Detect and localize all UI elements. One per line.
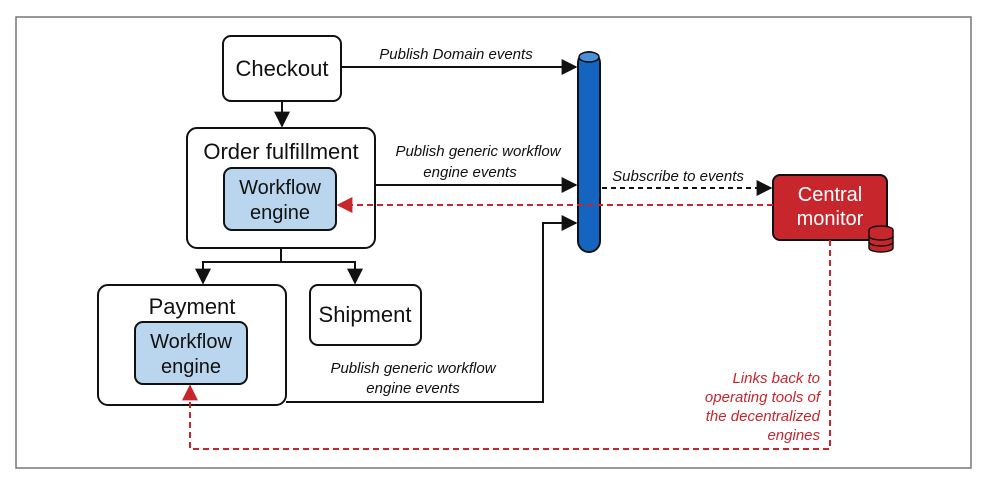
shipment-node: Shipment xyxy=(309,284,422,346)
order-fulfillment-node: Order fulfillment Workflow engine xyxy=(186,127,376,249)
order-to-children-connector xyxy=(195,248,282,285)
workflow-engine-order-line1: Workflow xyxy=(239,177,321,199)
checkout-node: Checkout xyxy=(222,35,342,102)
links-back-line1: Links back to xyxy=(732,370,820,387)
monitor-to-payment-engine-link xyxy=(182,240,831,450)
publish-generic-payment-label-line1: Publish generic workflow xyxy=(330,360,496,377)
payment-label: Payment xyxy=(149,294,236,319)
publish-generic-order-label-line1: Publish generic workflow xyxy=(395,143,561,160)
workflow-engine-order-line2: engine xyxy=(250,202,310,224)
links-back-line2: operating tools of xyxy=(705,389,822,406)
central-monitor-node: Central monitor xyxy=(772,174,888,241)
event-bus xyxy=(577,51,601,253)
order-to-shipment-arrow xyxy=(281,261,363,285)
workflow-engine-payment: Workflow engine xyxy=(134,321,248,385)
workflow-engine-payment-line1: Workflow xyxy=(150,331,232,353)
payment-node: Payment Workflow engine xyxy=(97,284,287,406)
order-fulfillment-label: Order fulfillment xyxy=(203,139,358,164)
database-icon xyxy=(868,225,894,253)
shipment-label: Shipment xyxy=(319,302,412,327)
checkout-label: Checkout xyxy=(236,56,329,81)
publish-generic-order-label-line2: engine events xyxy=(423,164,517,181)
workflow-engine-payment-line2: engine xyxy=(161,356,221,378)
central-monitor-line1: Central xyxy=(798,184,862,206)
workflow-engine-order: Workflow engine xyxy=(223,167,337,231)
diagram-frame xyxy=(15,16,972,469)
publish-generic-payment-arrow xyxy=(286,215,578,403)
subscribe-label: Subscribe to events xyxy=(612,168,744,185)
links-back-line3: the decentralized xyxy=(706,408,821,425)
links-back-annotation: Links back to operating tools of the dec… xyxy=(705,370,822,444)
publish-domain-label: Publish Domain events xyxy=(379,46,533,63)
links-back-line4: engines xyxy=(767,427,820,444)
publish-generic-payment-label-line2: engine events xyxy=(366,380,460,397)
central-monitor-line2: monitor xyxy=(797,208,864,230)
